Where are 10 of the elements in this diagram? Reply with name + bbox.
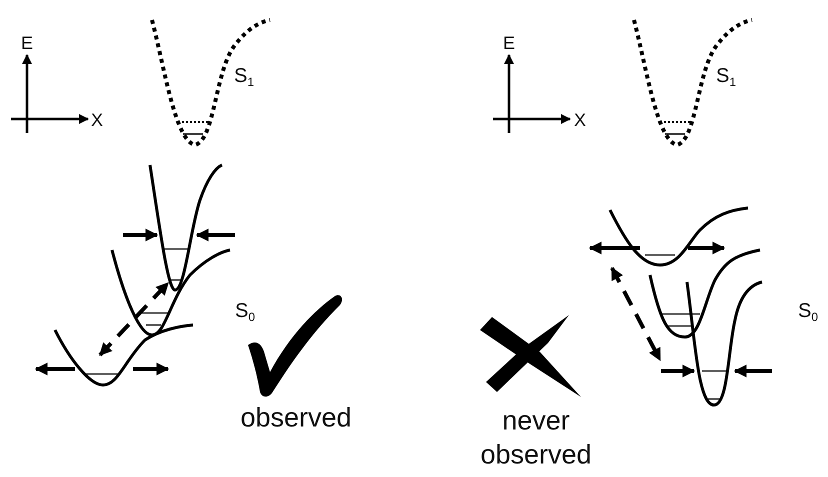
axis-label: X bbox=[574, 111, 586, 129]
status-label: observed bbox=[240, 404, 352, 432]
state-label: S$_{0}$ bbox=[798, 300, 818, 324]
state-label: S$_{1}$ bbox=[234, 66, 254, 88]
status-label: never observed bbox=[479, 404, 593, 471]
axis-label: E bbox=[503, 34, 515, 52]
axis-label: X bbox=[91, 111, 103, 129]
axis-label: E bbox=[21, 34, 33, 52]
state-label: S$_{0}$ bbox=[234, 300, 256, 324]
state-label: S$_{1}$ bbox=[716, 66, 736, 88]
